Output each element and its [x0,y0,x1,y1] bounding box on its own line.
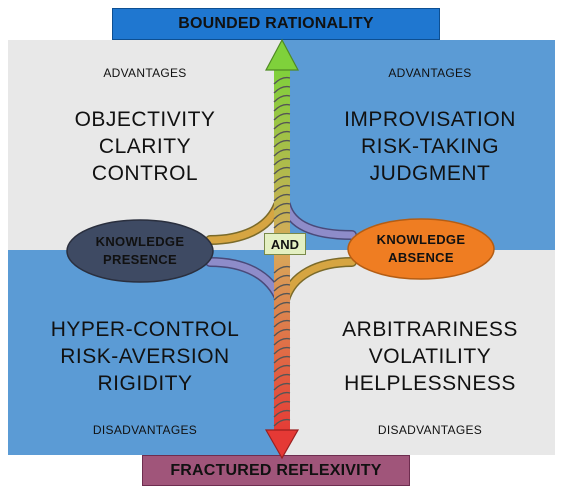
twist-stripe [273,346,291,355]
bottom-right-disadvantages-footer: DISADVANTAGES [377,423,483,437]
twist-stripe [273,319,291,328]
quadrant-top-right [282,40,555,250]
twist-stripe [273,409,291,418]
twist-stripe [273,175,291,184]
twist-stripe [273,283,291,292]
disadvantage-arbitrariness: ARBITRARINESS [342,318,518,341]
twist-stripe [273,148,291,157]
disadvantage-volatility: VOLATILITY [368,345,492,368]
twist-stripe [273,364,291,373]
advantage-objectivity: OBJECTIVITY [74,108,216,131]
advantage-risk-taking: RISK-TAKING [360,135,500,158]
fractured-reflexivity-label: FRACTURED REFLEXIVITY [170,461,382,479]
arrow-down-icon [264,429,300,460]
twist-stripe [273,139,291,148]
advantage-judgment: JUDGMENT [369,162,491,185]
twist-stripe [273,166,291,175]
bottom-right-disadvantages-list: ARBITRARINESS VOLATILITY HELPLESSNESS [305,316,555,397]
twist-stripe [273,328,291,337]
twist-stripe [273,274,291,283]
twist-stripe [273,337,291,346]
twist-stripe [273,193,291,202]
twist-stripe [273,121,291,130]
bounded-rationality-banner: BOUNDED RATIONALITY [112,8,440,40]
quadrant-bottom-right [282,250,555,455]
bottom-left-disadvantages-list: HYPER-CONTROL RISK-AVERSION RIGIDITY [8,316,282,397]
twist-stripe [273,400,291,409]
twist-stripe [273,292,291,301]
twist-stripe [273,85,291,94]
twist-stripe [273,265,291,274]
twist-stripe [273,373,291,382]
purple-strand-lower [206,258,284,304]
twist-stripe [273,202,291,211]
knowledge-presence-label: KNOWLEDGE PRESENCE [72,233,208,269]
top-left-advantages-list: OBJECTIVITY CLARITY CONTROL [8,106,282,187]
advantage-improvisation: IMPROVISATION [344,108,516,131]
bottom-left-disadvantages-footer: DISADVANTAGES [92,423,198,437]
disadvantage-risk-aversion: RISK-AVERSION [60,345,230,368]
twist-stripe [273,391,291,400]
axis-twists [273,76,291,427]
and-label: AND [270,236,300,252]
twist-stripe [273,94,291,103]
twist-stripe [273,211,291,220]
advantage-control: CONTROL [91,162,199,185]
knowledge-presence-oval [66,219,214,283]
arrow-up-icon [265,38,299,71]
and-connector: AND [264,233,306,255]
quadrant-bottom-left [8,250,282,455]
bounded-rationality-label: BOUNDED RATIONALITY [178,15,374,32]
twist-stripe [273,301,291,310]
twist-stripe [273,310,291,319]
quadrant-top-left [8,40,282,250]
knowledge-absence-line1: KNOWLEDGE [376,232,466,247]
disadvantage-hyper-control: HYPER-CONTROL [50,318,240,341]
twist-stripe [273,418,291,427]
twist-stripe [273,103,291,112]
twist-stripe [273,382,291,391]
disadvantage-rigidity: RIGIDITY [97,372,193,395]
top-right-advantages-list: IMPROVISATION RISK-TAKING JUDGMENT [305,106,555,187]
knowledge-presence-line1: KNOWLEDGE [95,234,185,249]
twist-stripe [273,220,291,229]
twist-stripe [273,184,291,193]
advantage-clarity: CLARITY [98,135,192,158]
knowledge-absence-line2: ABSENCE [388,250,454,265]
disadvantage-helplessness: HELPLESSNESS [344,372,516,395]
twist-stripe [273,355,291,364]
top-right-advantages-header: ADVANTAGES [388,66,472,80]
top-left-advantages-header: ADVANTAGES [103,66,187,80]
knowledge-absence-oval [347,218,495,280]
knowledge-presence-line2: PRESENCE [103,252,177,267]
knowledge-absence-label: KNOWLEDGE ABSENCE [353,231,489,267]
twist-stripe [273,130,291,139]
twist-stripe [273,112,291,121]
twist-stripe [273,157,291,166]
gold-strand-lower [281,258,356,304]
twist-stripe [273,76,291,85]
